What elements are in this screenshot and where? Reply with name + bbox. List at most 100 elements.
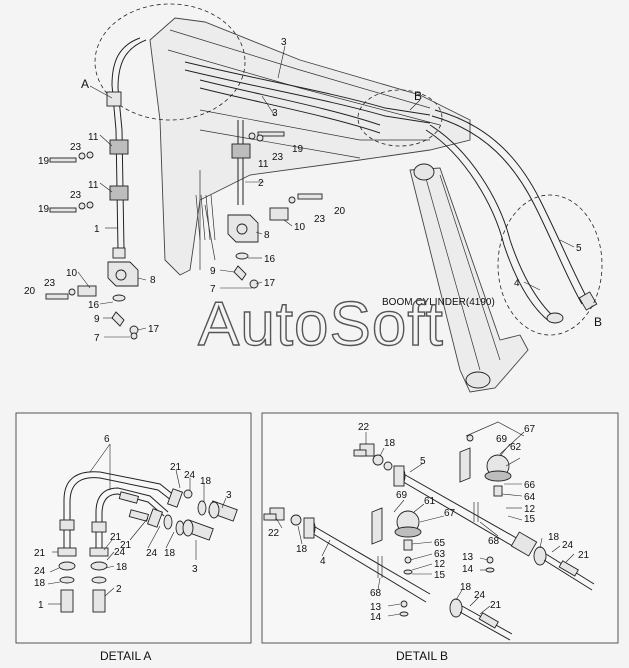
part-label-18: 18	[460, 582, 472, 593]
part-label-23: 23	[314, 214, 326, 225]
part-label-66: 66	[524, 480, 536, 491]
part-label-21: 21	[170, 462, 182, 473]
pipe-3-upper	[184, 61, 431, 124]
part-label-8: 8	[150, 275, 156, 286]
part-label-14: 14	[462, 564, 474, 575]
part-label-16: 16	[88, 300, 100, 311]
part-label-18: 18	[548, 532, 560, 543]
part-label-20: 20	[334, 206, 346, 217]
part-label-3: 3	[272, 108, 278, 119]
part-label-65: 65	[434, 538, 446, 549]
part-label-10: 10	[294, 222, 306, 233]
part-label-5: 5	[576, 243, 582, 254]
part-label-18: 18	[34, 578, 46, 589]
part-label-15: 15	[434, 570, 446, 581]
part-label-22: 22	[268, 528, 280, 539]
part-label-14: 14	[370, 612, 382, 623]
part-label-20: 20	[24, 286, 36, 297]
part-label-21: 21	[34, 548, 46, 559]
boom-cylinder-note: BOOM CYLINDER(4190)	[382, 297, 495, 308]
part-label-68: 68	[370, 588, 382, 599]
part-label-21: 21	[110, 532, 122, 543]
part-label-16: 16	[264, 254, 276, 265]
main-view: 3 3 B A 11 23 19 11 23 19 1 10 23 20 8 1…	[24, 3, 603, 393]
part-label-23: 23	[70, 190, 82, 201]
part-label-24: 24	[114, 547, 126, 558]
part-label-19: 19	[38, 156, 50, 167]
detail-b: 22 18 5 67 69 62 66 64 12 15 68 18 24 21…	[261, 412, 619, 663]
part-label-11: 11	[258, 159, 269, 170]
detail-a: 6 21 24 18 3 21 24 18 3 21 24 18 1 21 24…	[15, 412, 252, 663]
part-label-62: 62	[510, 442, 522, 453]
part-label-21: 21	[120, 540, 132, 551]
callout-a: A	[81, 77, 89, 91]
boom-arm	[149, 17, 471, 276]
callout-circle-b-upper	[357, 89, 443, 147]
part-label-24: 24	[474, 590, 486, 601]
part-label-61: 61	[424, 496, 436, 507]
part-label-21: 21	[578, 550, 590, 561]
part-label-18: 18	[164, 548, 176, 559]
part-label-3: 3	[226, 490, 232, 501]
part-label-23: 23	[272, 152, 284, 163]
part-label-11: 11	[88, 180, 99, 191]
part-label-2: 2	[116, 584, 122, 595]
part-label-1: 1	[38, 600, 44, 611]
callout-circle-a-main	[94, 3, 246, 121]
detail-a-caption: DETAIL A	[100, 649, 151, 663]
part-label-12: 12	[524, 504, 536, 515]
part-label-18: 18	[200, 476, 212, 487]
part-label-2: 2	[258, 178, 264, 189]
part-label-23: 23	[44, 278, 56, 289]
detail-b-frame	[261, 412, 619, 644]
part-label-68: 68	[488, 536, 500, 547]
part-label-69: 69	[396, 490, 408, 501]
part-label-64: 64	[524, 492, 536, 503]
part-label-13: 13	[462, 552, 474, 563]
main-leaders	[77, 45, 575, 338]
part-label-5: 5	[420, 456, 426, 467]
pipe-2-assembly	[227, 120, 323, 289]
part-label-22: 22	[358, 422, 370, 433]
part-label-9: 9	[210, 266, 216, 277]
part-label-19: 19	[38, 204, 50, 215]
part-label-63: 63	[434, 549, 446, 560]
callout-b: B	[594, 315, 602, 329]
part-label-24: 24	[562, 540, 574, 551]
part-label-4: 4	[320, 556, 326, 567]
detail-a-frame	[15, 412, 252, 644]
callout-circle-b-lower	[497, 194, 603, 336]
watermark: AutoSoft	[198, 290, 444, 359]
part-label-17: 17	[148, 324, 160, 335]
part-label-23: 23	[70, 142, 82, 153]
part-label-19: 19	[292, 144, 304, 155]
part-label-18: 18	[384, 438, 396, 449]
part-label-7: 7	[94, 333, 100, 344]
part-label-18: 18	[116, 562, 128, 573]
part-label-24: 24	[146, 548, 158, 559]
part-label-3: 3	[281, 37, 287, 48]
part-label-9: 9	[94, 314, 100, 325]
part-label-24: 24	[184, 470, 196, 481]
hose-5	[431, 109, 598, 324]
part-label-69: 69	[496, 434, 508, 445]
part-label-18: 18	[296, 544, 308, 555]
boom-cylinder	[409, 163, 529, 393]
part-label-21: 21	[490, 600, 502, 611]
part-label-67: 67	[444, 508, 456, 519]
callout-b: B	[414, 89, 422, 103]
part-label-17: 17	[264, 278, 276, 289]
part-label-1: 1	[94, 224, 100, 235]
pipe-3-lower	[199, 79, 381, 134]
part-label-3: 3	[192, 564, 198, 575]
part-label-15: 15	[524, 514, 536, 525]
part-label-11: 11	[88, 132, 99, 143]
part-label-24: 24	[34, 566, 46, 577]
part-label-67: 67	[524, 424, 536, 435]
part-label-10: 10	[66, 268, 78, 279]
pipe-1-assembly	[45, 37, 147, 340]
part-label-12: 12	[434, 559, 446, 570]
part-label-4: 4	[514, 278, 520, 289]
part-label-6: 6	[104, 434, 110, 445]
